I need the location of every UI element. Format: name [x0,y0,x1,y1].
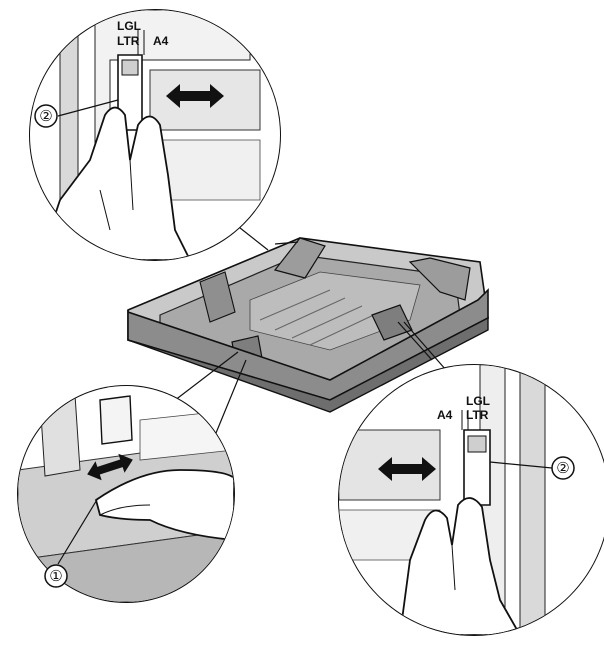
hand-icon [38,106,192,260]
marker-2-bottom: ② [556,459,569,477]
double-arrow-icon [166,84,224,108]
size-label-a4: A4 [437,408,453,422]
hand-icon [398,497,522,635]
size-label-ltr: LTR [117,34,140,48]
size-label-lgl: LGL [466,394,490,408]
double-arrow-icon [378,457,436,481]
callout-bottom-left: ① [17,385,235,603]
callout-bottom-right: LGL LTR A4 ② [338,364,604,636]
paper-guide-icon [463,429,491,506]
size-label-ltr: LTR [466,408,489,422]
double-arrow-icon [87,453,133,481]
callout-leaders [169,223,447,434]
size-label-lgl: LGL [117,19,141,33]
hand-icon [94,469,234,541]
paper-tray-icon [127,237,489,413]
marker-1: ① [49,567,62,585]
callout-top-left: LGL LTR A4 ② [29,9,281,261]
marker-2-top: ② [39,107,52,125]
size-label-a4: A4 [153,34,169,48]
